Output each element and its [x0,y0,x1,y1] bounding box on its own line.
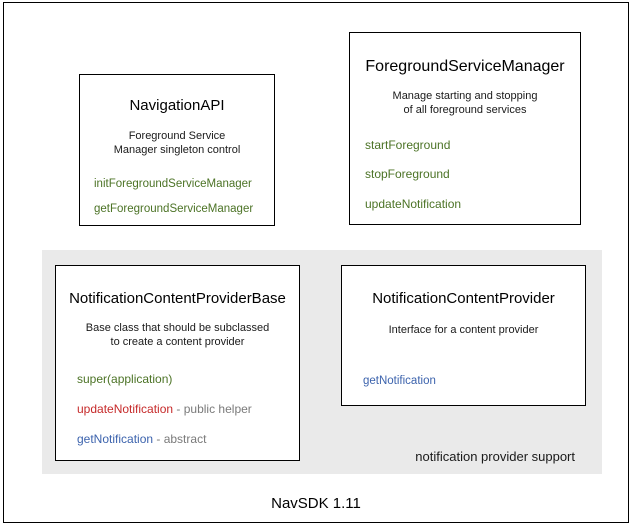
member-name: updateNotification [77,401,174,416]
member-name: getNotification [363,375,436,388]
member-name: initForegroundServiceManager [94,177,252,190]
member-name: updateNotification [365,196,462,211]
member-row[interactable]: startForeground [365,138,580,152]
member-list: super(application) updateNotification - … [56,372,299,447]
class-description-line: Manager singleton control [113,144,241,157]
member-list: initForegroundServiceManager getForegrou… [80,178,274,218]
class-title: ForegroundServiceManager [365,58,565,75]
class-title: NotificationContentProviderBase [69,290,286,307]
class-description-line: Base class that should be subclassed [85,322,270,334]
member-note: - abstract [153,432,207,447]
member-list: startForeground stopForeground updateNot… [350,138,580,211]
member-note: - public helper [173,401,252,416]
member-row[interactable]: getNotification [363,375,585,389]
class-title: NavigationAPI [129,97,225,114]
class-box-navigation-api[interactable]: NavigationAPI Foreground Service Manager… [79,74,275,226]
class-description-line: Interface for a content provider [388,324,539,336]
member-row[interactable]: super(application) [77,372,299,386]
class-description: Foreground Service Manager singleton con… [80,129,274,158]
diagram-outer-frame: notification provider support Navigation… [3,2,629,523]
class-description-line: Foreground Service [128,130,226,142]
member-row[interactable]: getForegroundServiceManager [94,203,274,217]
class-description: Base class that should be subclassed to … [56,321,299,350]
class-box-notification-content-provider-base[interactable]: NotificationContentProviderBase Base cla… [55,265,300,461]
member-row[interactable]: getNotification - abstract [77,432,299,446]
member-name: stopForeground [365,167,450,182]
member-row[interactable]: updateNotification - public helper [77,402,299,416]
class-title: NotificationContentProvider [372,290,555,307]
diagram-footer-title: NavSDK 1.11 [271,495,361,512]
member-row[interactable]: stopForeground [365,167,580,181]
member-name: super(application) [77,371,173,386]
member-name: getForegroundServiceManager [94,203,254,216]
member-row[interactable]: updateNotification [365,197,580,211]
group-label: notification provider support [415,449,575,464]
class-description: Interface for a content provider [342,323,585,337]
class-box-notification-content-provider[interactable]: NotificationContentProvider Interface fo… [341,265,586,406]
member-list: getNotification [342,375,585,389]
class-box-foreground-service-manager[interactable]: ForegroundServiceManager Manage starting… [349,32,581,225]
class-description-line: of all foreground services [403,104,527,117]
member-name: startForeground [365,137,451,152]
member-row[interactable]: initForegroundServiceManager [94,178,274,192]
class-description-line: to create a content provider [110,336,245,349]
member-name: getNotification [77,432,154,447]
class-description: Manage starting and stopping of all fore… [350,89,580,118]
class-description-line: Manage starting and stopping [392,90,538,103]
